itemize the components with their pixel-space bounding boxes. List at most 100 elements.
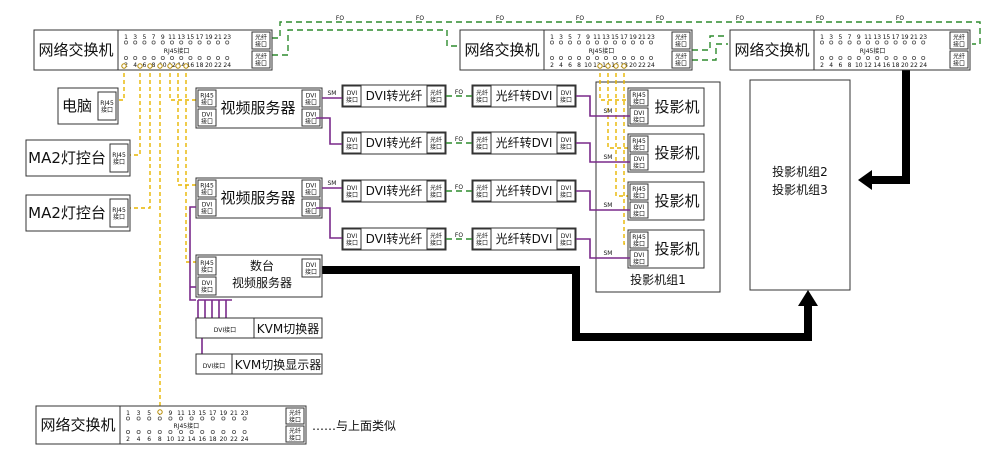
switch-2-fiber-a-l1: 光纤 <box>675 34 687 42</box>
switch-1-fiber-a-l2: 接口 <box>255 41 267 49</box>
fiber-to-dvi-4-in <box>472 228 492 250</box>
switch-3-jack-9 <box>856 40 861 45</box>
switch-3-port-24: 24 <box>919 62 927 69</box>
projector-group-2-label: 投影机组2 <box>772 164 828 179</box>
switch-3-port-11: 11 <box>864 34 872 41</box>
dvi-to-projector-2 <box>576 142 630 163</box>
switch-2-port-7: 7 <box>577 34 581 41</box>
switch-3-jack-14 <box>875 56 880 61</box>
switch-3-rj45: RJ45接口 <box>860 47 886 55</box>
switch-3-jack-17 <box>893 40 898 45</box>
video-server-2 <box>195 177 323 219</box>
dvi-to-fiber-1-in-l2: 接口 <box>346 96 358 104</box>
switch-2-port-11: 11 <box>593 34 601 41</box>
eth-dot-6 <box>183 63 189 69</box>
fiber-to-dvi-3-label: 光纤转DVI <box>496 183 553 198</box>
switch-1-port-18: 18 <box>196 62 204 69</box>
kvm-monitor-port-cell <box>195 353 233 375</box>
switch-3-jack-8 <box>847 56 852 61</box>
switch-1-port-9: 9 <box>161 34 165 41</box>
video-server-1-dvi-out1 <box>301 89 321 108</box>
projector-2-rj45 <box>629 135 649 153</box>
switch-2-jack-9 <box>586 40 591 45</box>
fiber-link-top <box>272 21 981 45</box>
fiber-tag-6: FO <box>816 15 824 22</box>
kvm-switch-dvi: DVI接口 <box>214 326 236 334</box>
video-server-1-dvi-in <box>197 108 217 127</box>
video-server-2-dvi-in <box>197 198 217 217</box>
switch-3-port-16: 16 <box>883 62 891 69</box>
dvi-to-fiber-1-label: DVI转光纤 <box>366 88 423 103</box>
fiber-run-tag-2: FO <box>455 136 463 143</box>
eth-dot-0 <box>121 63 127 69</box>
switch-4-jack-5 <box>147 416 152 421</box>
dvi-to-fiber-3-in-l1: DVI <box>347 185 358 192</box>
switch-4-jack-16 <box>200 429 205 434</box>
switch-4-port-21: 21 <box>230 410 238 417</box>
switch-4-fiber-a <box>285 407 305 425</box>
switch-2-jack-13 <box>604 40 609 45</box>
switch-1-jack-7 <box>151 40 156 45</box>
video-server-1-dvi-out2-l2: 接口 <box>305 118 317 126</box>
digital-video-server-out-l1: DVI <box>306 262 317 269</box>
switch-2-jack-15 <box>613 40 618 45</box>
arrow-head-up <box>798 290 818 306</box>
switch-2-jack-10 <box>586 56 591 61</box>
projector-2-dvi-l2: 接口 <box>633 162 645 170</box>
switch-1-port-1: 1 <box>124 34 128 41</box>
similar-note: ……与上面类似 <box>312 419 396 433</box>
dvi-to-fiber-4-in <box>342 228 362 250</box>
switch-3-jack-7 <box>847 40 852 45</box>
projector-1-dvi-l2: 接口 <box>633 116 645 124</box>
switch-2-jack-11 <box>595 40 600 45</box>
switch-1-jack-20 <box>206 56 211 61</box>
projector-4-dvi-l2: 接口 <box>633 258 645 266</box>
switch-2-jack-16 <box>613 56 618 61</box>
switch-4-jack-15 <box>200 416 205 421</box>
eth-dot-11 <box>157 409 163 415</box>
switch-2-port-6: 6 <box>568 62 572 69</box>
switch-4-port-18: 18 <box>209 436 217 443</box>
eth-dot-2 <box>147 63 153 69</box>
switch-4-jack-10 <box>168 429 173 434</box>
eth-dot-8 <box>605 63 611 69</box>
switch-2-jack-12 <box>595 56 600 61</box>
switch-3-port-4: 4 <box>829 62 833 69</box>
switch-3-port-10: 10 <box>855 62 863 69</box>
switch-3-fiber-b-l2: 接口 <box>953 60 965 68</box>
switch-1-fiber-b <box>251 50 271 69</box>
switch-4-jack-22 <box>231 429 236 434</box>
switch-4-label: 网络交换机 <box>40 416 115 434</box>
fiber-to-dvi-2-in-l2: 接口 <box>476 143 488 151</box>
fiber-to-dvi-1-out-l1: DVI <box>561 90 572 97</box>
video-server-2-dvi-in-l2: 接口 <box>201 208 213 216</box>
switch-3-port-5: 5 <box>838 34 842 41</box>
switch-4-port-6: 6 <box>147 436 151 443</box>
fiber-tag-0: FO <box>336 15 344 22</box>
switch-2-jack-2 <box>550 56 555 61</box>
switch-4-port-24: 24 <box>241 436 249 443</box>
switch-4-jack-21 <box>231 416 236 421</box>
video-server-2-dvi-out1-l2: 接口 <box>305 189 317 197</box>
switch-2-port-24: 24 <box>647 62 655 69</box>
projector-4-rj45-l1: RJ45 <box>632 234 646 241</box>
switch-2-port-17: 17 <box>620 34 628 41</box>
dvi-proj-tag-1: SM <box>604 108 613 115</box>
switch-2-jack-18 <box>622 56 627 61</box>
eth-dot-9 <box>613 63 619 69</box>
dvi-to-fiber-3-in <box>342 180 362 202</box>
switch-3-port-9: 9 <box>857 34 861 41</box>
dvi-vs2-b <box>316 207 342 239</box>
switch-1-jack-1 <box>124 40 129 45</box>
switch-3-port-17: 17 <box>892 34 900 41</box>
switch-4-jack-2 <box>126 429 131 434</box>
switch-3-port-13: 13 <box>873 34 881 41</box>
main-link-switch3 <box>870 66 910 184</box>
projector-2-label: 投影机 <box>654 144 699 162</box>
dvi-to-fiber-1-out-l1: 光纤 <box>430 89 442 97</box>
switch-4-jack-3 <box>136 416 141 421</box>
pc-rj45-l2: 接口 <box>101 106 113 114</box>
switch-1-jack-9 <box>160 40 165 45</box>
switch-3-port-6: 6 <box>838 62 842 69</box>
switch-1-port-24: 24 <box>223 62 231 69</box>
